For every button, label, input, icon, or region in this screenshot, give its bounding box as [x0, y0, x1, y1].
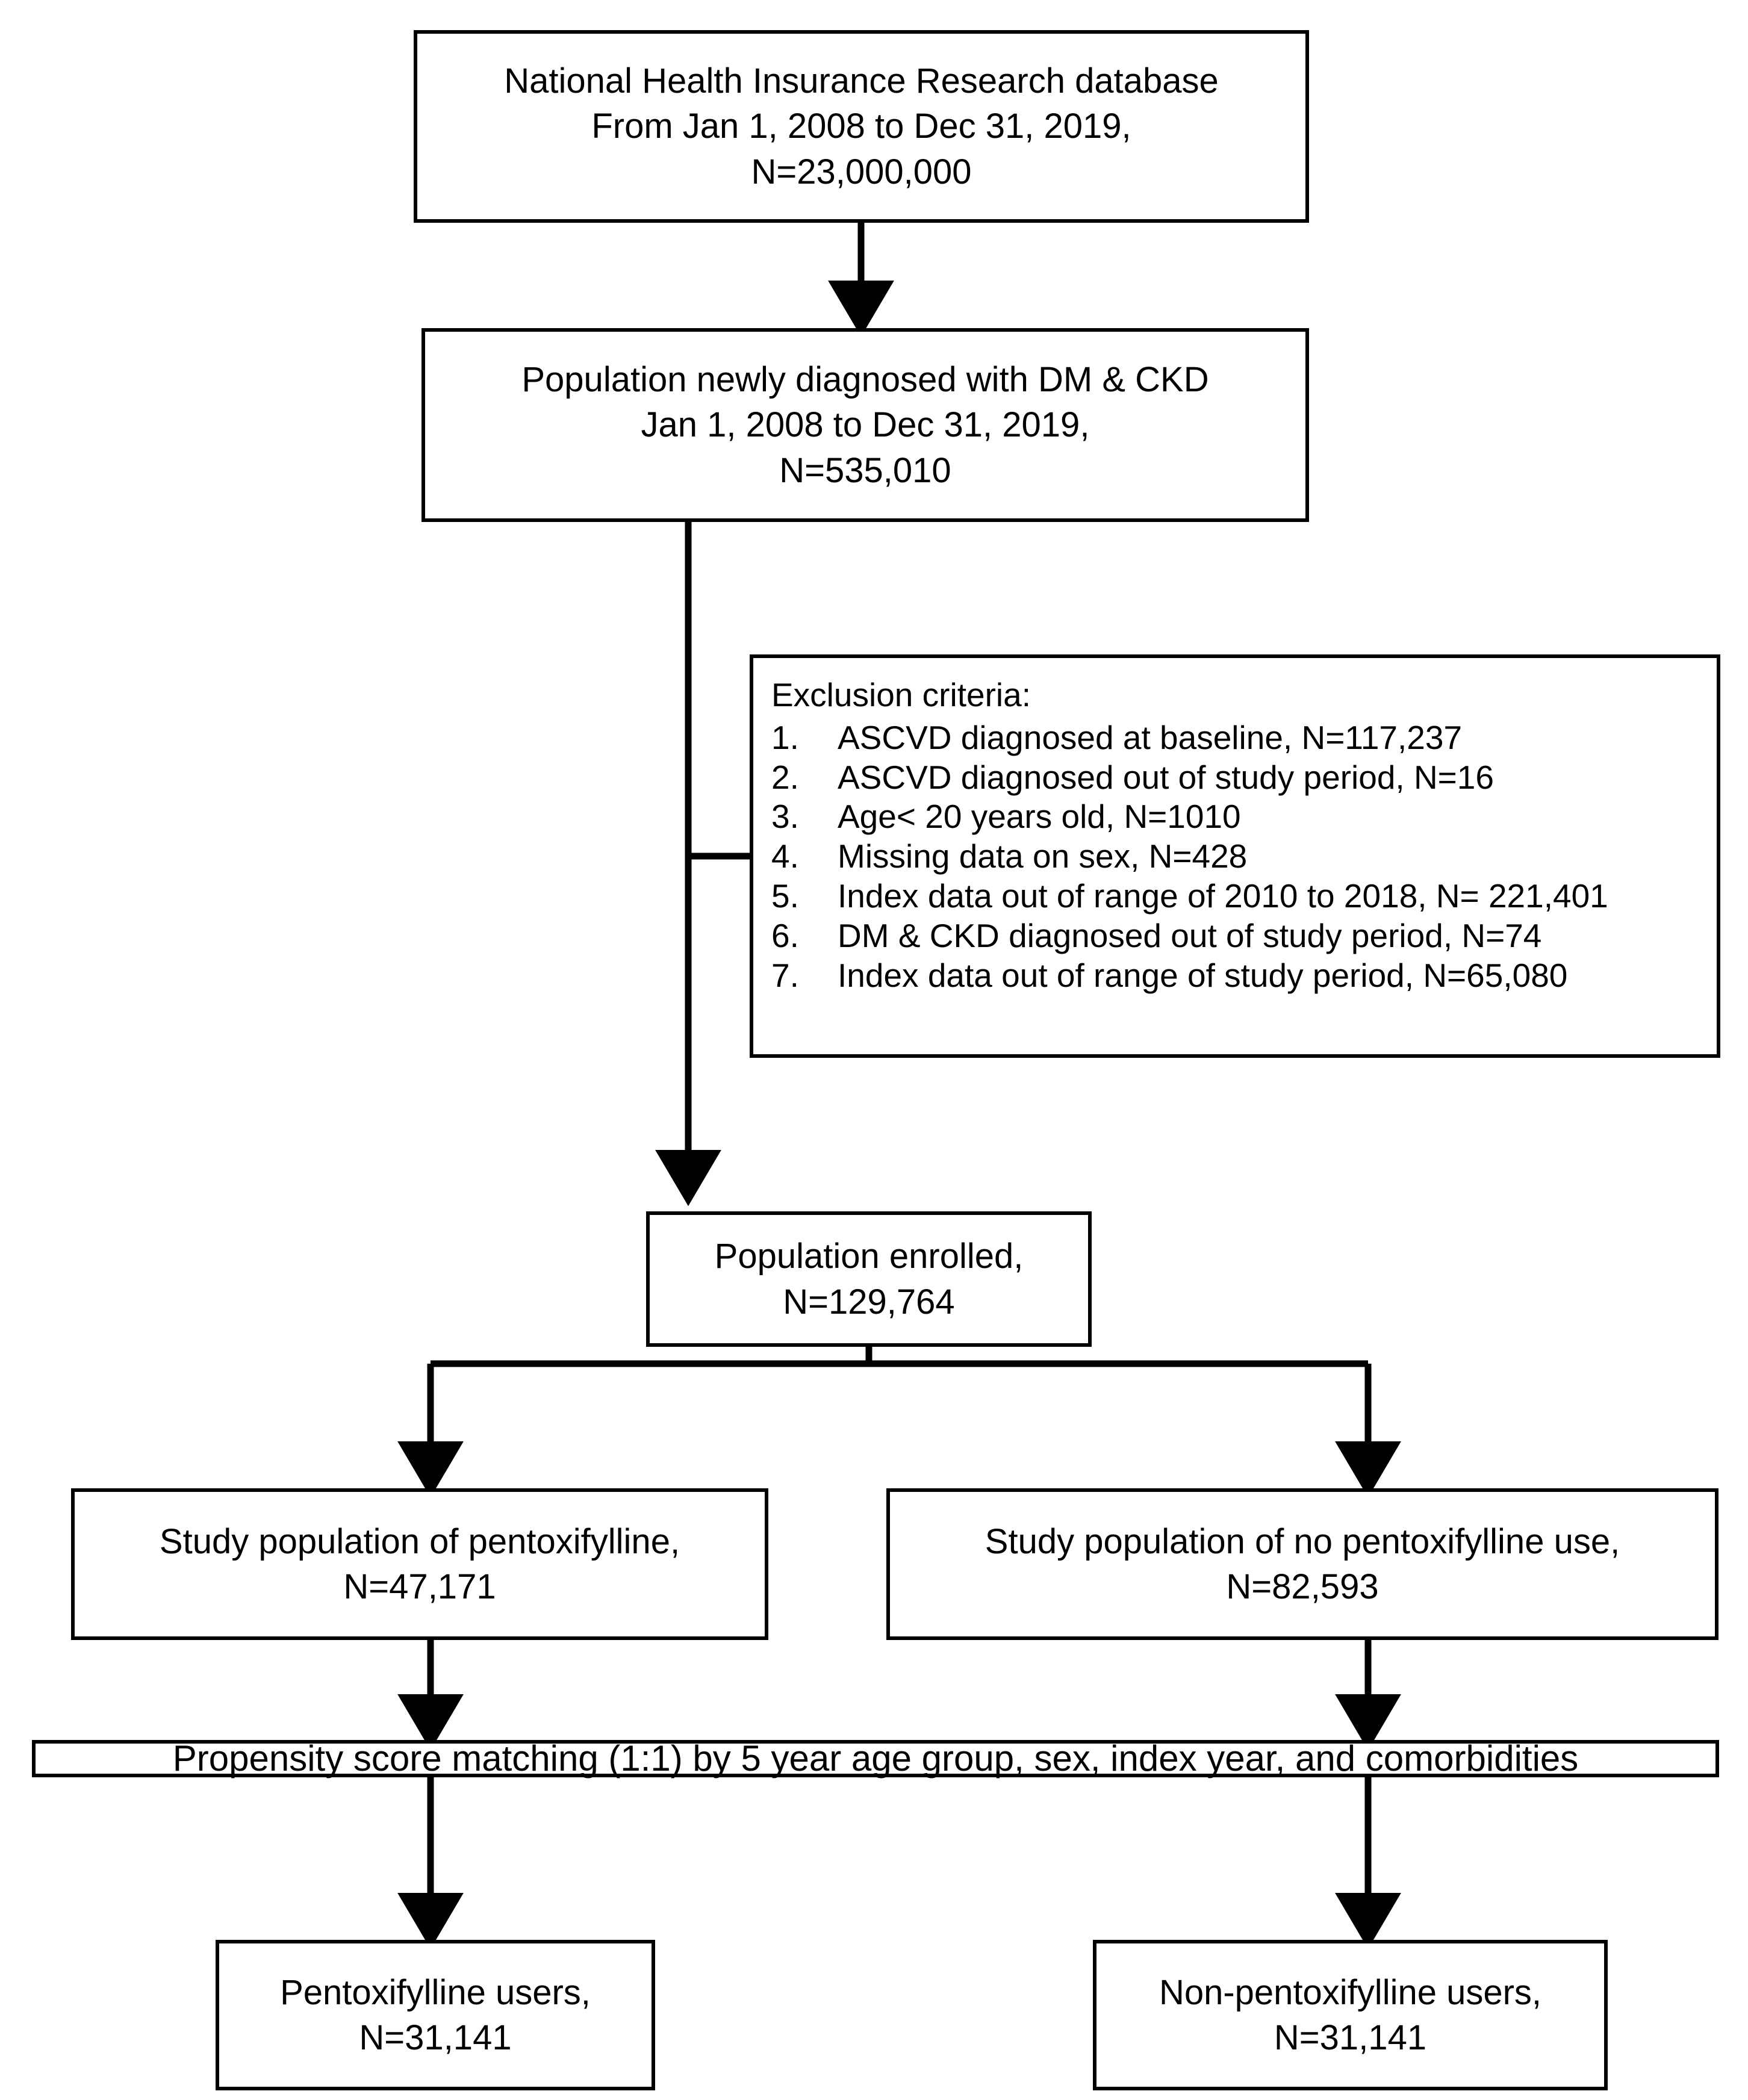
study-pentox-line-2: N=47,171	[343, 1567, 496, 1606]
node-pentoxifylline-users: Pentoxifylline users, N=31,141	[216, 1940, 655, 2090]
matching-line-1: Propensity score matching (1:1) by 5 yea…	[172, 1738, 1579, 1778]
db-line-2: From Jan 1, 2008 to Dec 31, 2019,	[591, 107, 1131, 146]
db-line-1: National Health Insurance Research datab…	[504, 61, 1219, 101]
node-population-newly-diagnosed: Population newly diagnosed with DM & CKD…	[421, 328, 1309, 522]
exclusion-item: 1. ASCVD diagnosed at baseline, N=117,23…	[771, 718, 1700, 758]
newly-line-3: N=535,010	[779, 450, 951, 490]
exclusion-item-number: 3.	[771, 798, 799, 836]
exclusion-item: 3. Age< 20 years old, N=1010	[771, 797, 1700, 837]
exclusion-item: 2. ASCVD diagnosed out of study period, …	[771, 758, 1700, 798]
exclusion-item-text: Age< 20 years old, N=1010	[838, 798, 1241, 836]
non-pentox-users-line-1: Non-pentoxifylline users,	[1159, 1972, 1542, 2012]
exclusion-item-number: 1.	[771, 718, 799, 756]
exclusion-item-text: ASCVD diagnosed out of study period, N=1…	[838, 758, 1494, 796]
node-exclusion-criteria: Exclusion criteria: 1. ASCVD diagnosed a…	[750, 654, 1720, 1058]
exclusion-item: 6. DM & CKD diagnosed out of study perio…	[771, 916, 1700, 956]
pentox-users-line-1: Pentoxifylline users,	[280, 1972, 591, 2012]
node-study-population-pentoxifylline: Study population of pentoxifylline, N=47…	[71, 1488, 768, 1640]
exclusion-item-number: 7.	[771, 956, 799, 994]
newly-line-2: Jan 1, 2008 to Dec 31, 2019,	[641, 405, 1090, 445]
exclusion-item-number: 4.	[771, 837, 799, 875]
enrolled-line-1: Population enrolled,	[714, 1237, 1024, 1276]
exclusion-item: 5. Index data out of range of 2010 to 20…	[771, 877, 1700, 916]
study-pentox-line-1: Study population of pentoxifylline,	[159, 1521, 680, 1561]
exclusion-item: 7. Index data out of range of study peri…	[771, 956, 1700, 996]
exclusion-item-number: 6.	[771, 916, 799, 954]
newly-line-1: Population newly diagnosed with DM & CKD	[521, 359, 1209, 399]
exclusion-criteria-title: Exclusion criteria:	[771, 676, 1031, 713]
exclusion-item-text: DM & CKD diagnosed out of study period, …	[838, 916, 1542, 954]
node-study-population-no-pentoxifylline: Study population of no pentoxifylline us…	[886, 1488, 1718, 1640]
node-national-health-insurance-research-database: National Health Insurance Research datab…	[414, 30, 1309, 223]
exclusion-item-text: ASCVD diagnosed at baseline, N=117,237	[838, 718, 1463, 756]
exclusion-item-text: Index data out of range of study period,…	[838, 956, 1568, 994]
pentox-users-line-2: N=31,141	[359, 2018, 512, 2057]
exclusion-item: 4. Missing data on sex, N=428	[771, 837, 1700, 877]
exclusion-item-number: 5.	[771, 877, 799, 915]
exclusion-item-number: 2.	[771, 758, 799, 796]
exclusion-item-text: Index data out of range of 2010 to 2018,…	[838, 877, 1608, 915]
node-propensity-score-matching: Propensity score matching (1:1) by 5 yea…	[32, 1738, 1719, 1778]
enrolled-line-2: N=129,764	[783, 1282, 955, 1322]
exclusion-item-text: Missing data on sex, N=428	[838, 837, 1248, 875]
study-no-pentox-line-1: Study population of no pentoxifylline us…	[984, 1521, 1620, 1561]
exclusion-criteria-list: 1. ASCVD diagnosed at baseline, N=117,23…	[771, 718, 1700, 996]
study-no-pentox-line-2: N=82,593	[1226, 1567, 1379, 1606]
db-line-3: N=23,000,000	[751, 152, 972, 191]
node-population-enrolled: Population enrolled, N=129,764	[646, 1211, 1092, 1347]
non-pentox-users-line-2: N=31,141	[1274, 2018, 1427, 2057]
node-non-pentoxifylline-users: Non-pentoxifylline users, N=31,141	[1093, 1940, 1608, 2090]
